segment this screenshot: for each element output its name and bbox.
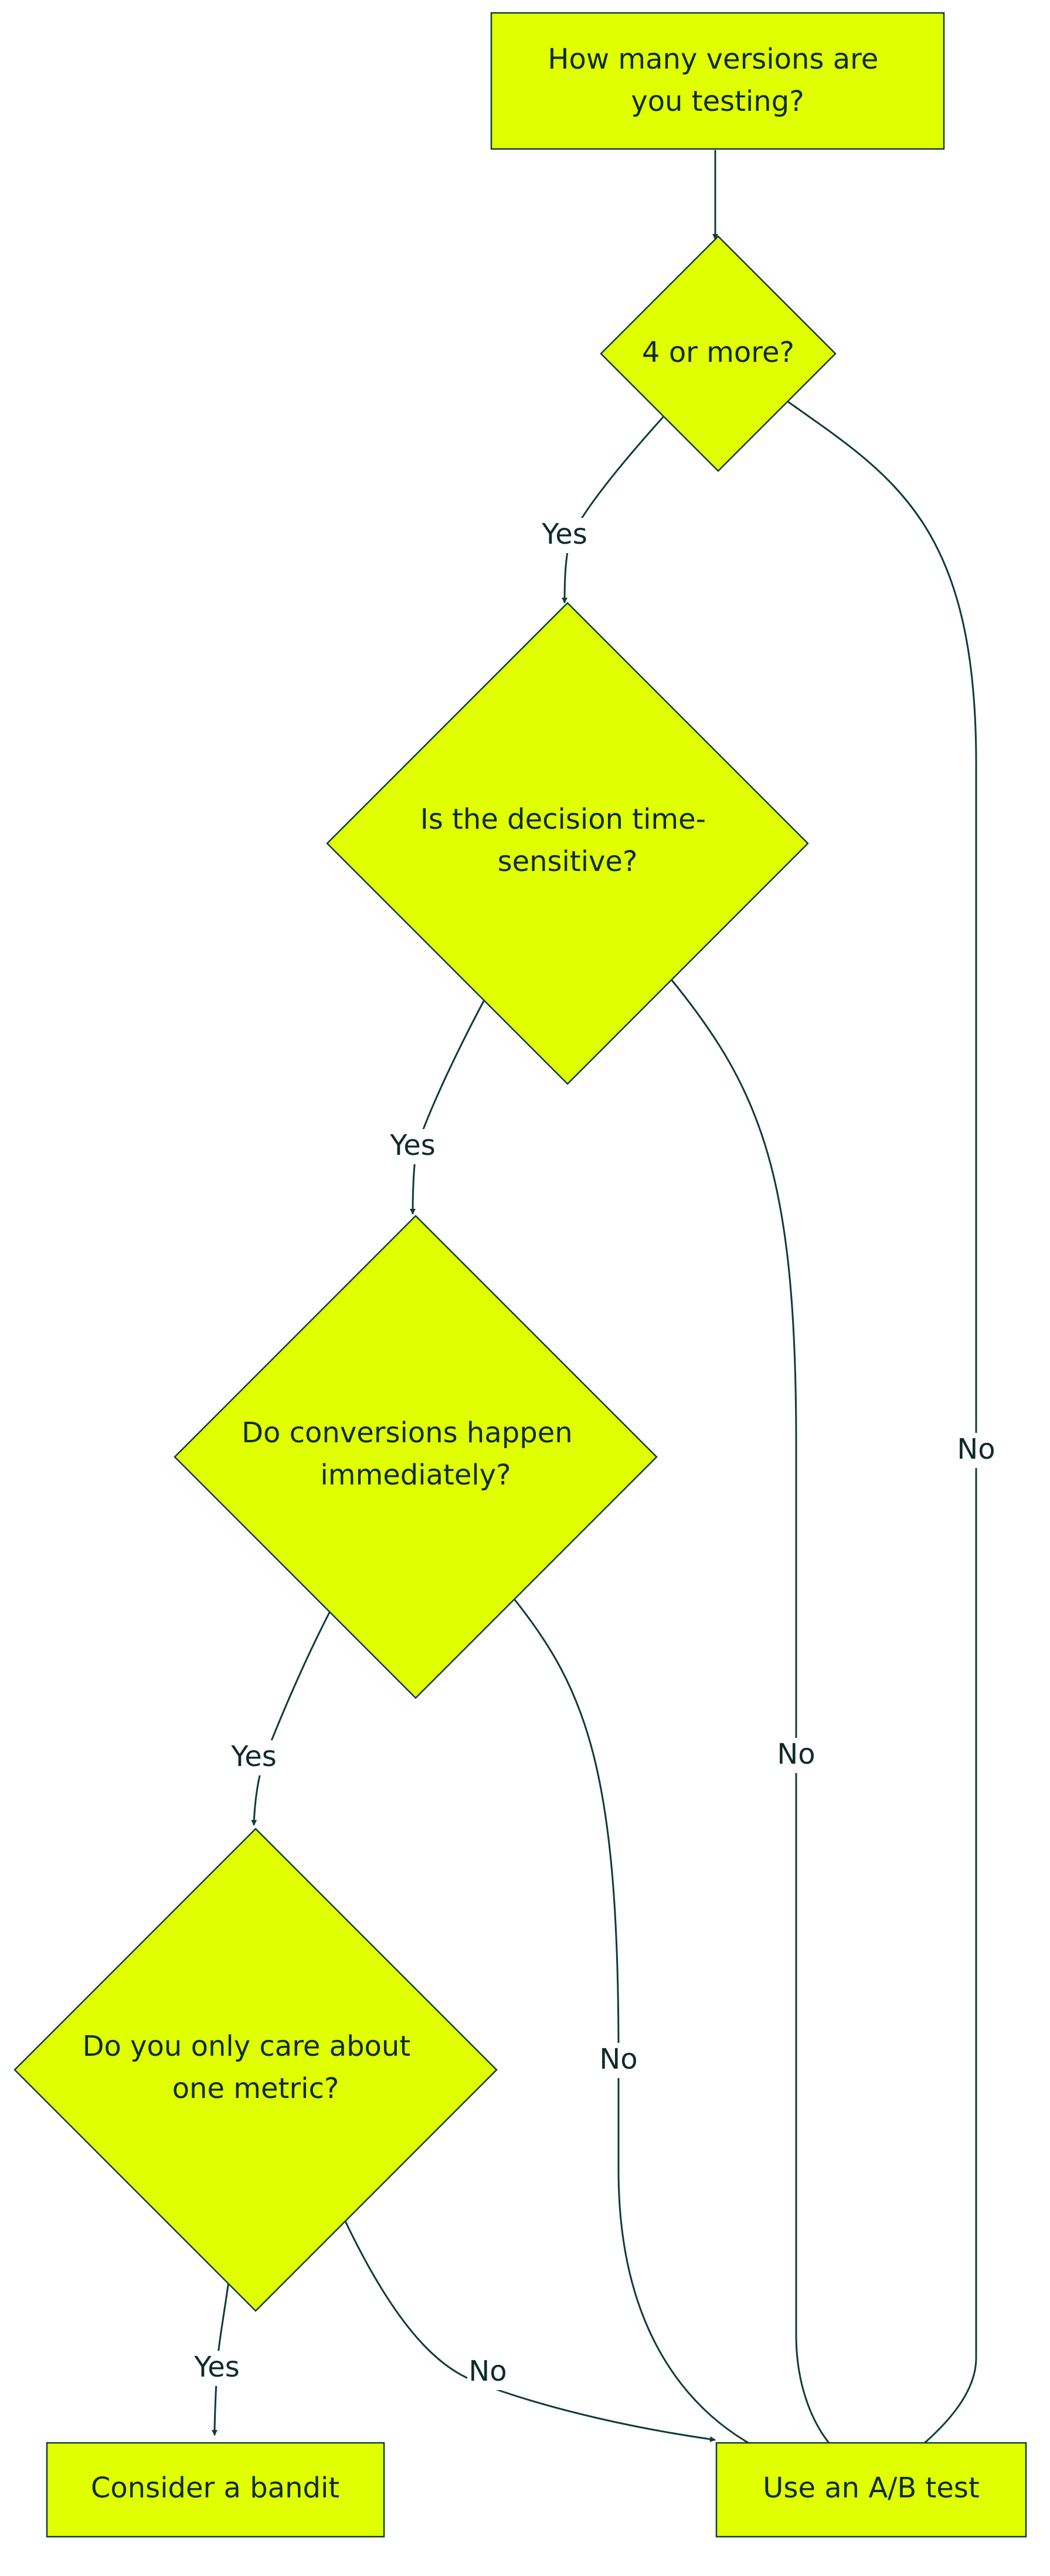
node-q2-line-2: sensitive? <box>498 845 638 878</box>
edge-label-bg <box>598 2043 639 2078</box>
node-q4-line-1: Do you only care about <box>83 2030 411 2063</box>
edge-label-q3-no: No <box>599 2043 637 2076</box>
node-q2-line-1: Is the decision time- <box>420 803 706 836</box>
edge-label-q1-no: No <box>957 1433 995 1466</box>
edge-label-bg <box>227 1740 280 1775</box>
node-q1-line-1: 4 or more? <box>642 336 794 369</box>
edge-q2-yes <box>410 999 485 1215</box>
node-bandit-line-1: Consider a bandit <box>91 2472 339 2504</box>
node-q4-decision <box>13 1828 498 2312</box>
node-q1-decision <box>600 235 837 472</box>
node-q3-decision <box>174 1215 658 1699</box>
edge-label-bg <box>776 1738 817 1773</box>
nodes <box>13 12 1027 2538</box>
edge-label-q4-no: No <box>468 2355 507 2388</box>
edge-q4-no <box>344 2219 716 2442</box>
node-bandit-label: Consider a bandit <box>91 2472 339 2504</box>
node-labels: How many versions are you testing? 4 or … <box>83 43 980 2504</box>
edge-label-q4-yes: Yes <box>193 2351 239 2384</box>
edge-label-q2-no: No <box>777 1738 815 1771</box>
node-q4-label: Do you only care about one metric? <box>83 2030 420 2105</box>
node-q2-decision <box>326 602 809 1085</box>
node-q1-label: 4 or more? <box>642 336 794 369</box>
edge-q1-yes <box>562 415 665 604</box>
node-start-line-2: you testing? <box>631 85 804 118</box>
node-bandit <box>46 2442 385 2538</box>
node-q2-label: Is the decision time- sensitive? <box>420 803 715 878</box>
edge-label-bg <box>956 1433 997 1468</box>
node-q3-line-1: Do conversions happen <box>242 1416 573 1449</box>
edge-label-bg <box>467 2355 508 2390</box>
node-q3-label: Do conversions happen immediately? <box>242 1416 582 1492</box>
edge-label-bg <box>191 2351 243 2386</box>
edge-q2-no <box>670 979 838 2453</box>
node-start-line-1: How many versions are <box>548 43 878 76</box>
edge-label-bg <box>386 1129 439 1164</box>
edge-q3-yes <box>251 1609 332 1826</box>
edge-label-q3-yes: Yes <box>230 1740 276 1773</box>
node-abtest-line-1: Use an A/B test <box>763 2472 979 2504</box>
node-start <box>490 12 945 150</box>
edge-label-bg <box>538 518 591 553</box>
edge-q3-no <box>512 1598 766 2453</box>
node-q4-line-2: one metric? <box>172 2072 339 2105</box>
node-abtest <box>715 2442 1027 2538</box>
node-start-label: How many versions are you testing? <box>548 43 887 118</box>
node-abtest-label: Use an A/B test <box>763 2472 979 2504</box>
edge-q1-no <box>785 399 977 2453</box>
edge-labels: Yes No Yes No Yes No Yes No <box>191 518 997 2390</box>
node-q3-line-2: immediately? <box>320 1459 511 1492</box>
edge-label-q2-yes: Yes <box>389 1129 435 1162</box>
edge-label-q1-yes: Yes <box>541 518 587 551</box>
